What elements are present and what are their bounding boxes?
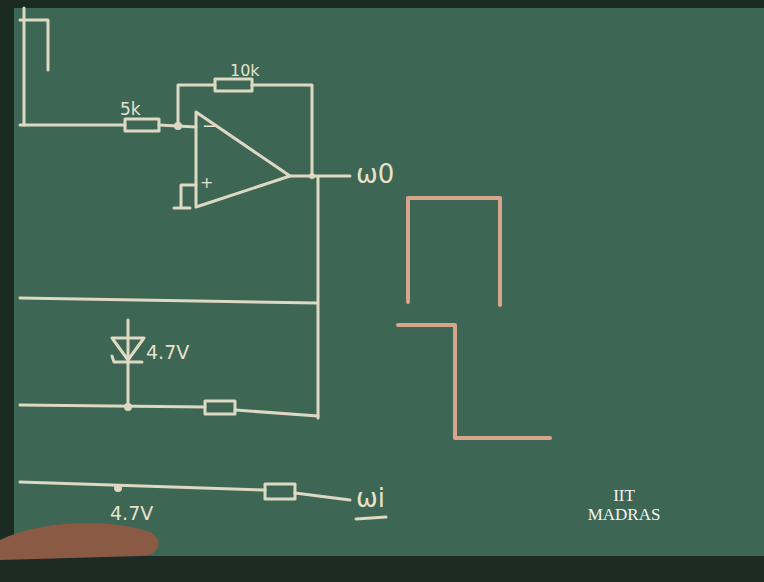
resistor-symbol: [125, 119, 159, 131]
junction-dot: [114, 484, 122, 492]
junction-dot: [124, 403, 132, 411]
resistor-symbol: [265, 484, 295, 499]
underline: [356, 517, 386, 519]
resistor-symbol: [215, 79, 252, 91]
node-dots: [114, 122, 315, 492]
zener-diode-symbol: [112, 320, 144, 405]
junction-dot: [174, 122, 182, 130]
wire: [20, 124, 125, 127]
pin-label: +: [200, 174, 213, 192]
partial-block: [20, 8, 48, 125]
resistor-value: 5k: [120, 100, 141, 119]
signal-name: ωi: [356, 484, 385, 513]
board-edge: [0, 0, 764, 8]
resistor-symbol: [205, 401, 235, 414]
wire: [20, 482, 265, 490]
junction-dot: [309, 173, 315, 179]
watermark: IIT MADRAS: [582, 487, 666, 524]
board-edge: [0, 0, 14, 582]
pin-label: −: [202, 116, 217, 136]
board-ledge: [0, 556, 764, 582]
circuit-wires: [20, 8, 386, 519]
square-pulse: [408, 198, 500, 305]
wire: [252, 85, 312, 176]
wire: [290, 176, 350, 418]
resistor-value: 10k: [230, 62, 260, 80]
wire: [235, 410, 318, 416]
wire: [20, 298, 316, 303]
zener-voltage: 4.7V: [110, 503, 153, 524]
signal-name: ω0: [356, 160, 394, 189]
hand: [0, 523, 159, 560]
opamp-symbol: [196, 112, 290, 207]
zener-voltage: 4.7V: [146, 342, 189, 363]
waveform-sketch: [398, 198, 550, 438]
step-waveform: [398, 325, 550, 438]
wire: [20, 405, 205, 407]
ground-symbol: [174, 185, 196, 208]
wire: [295, 493, 350, 500]
